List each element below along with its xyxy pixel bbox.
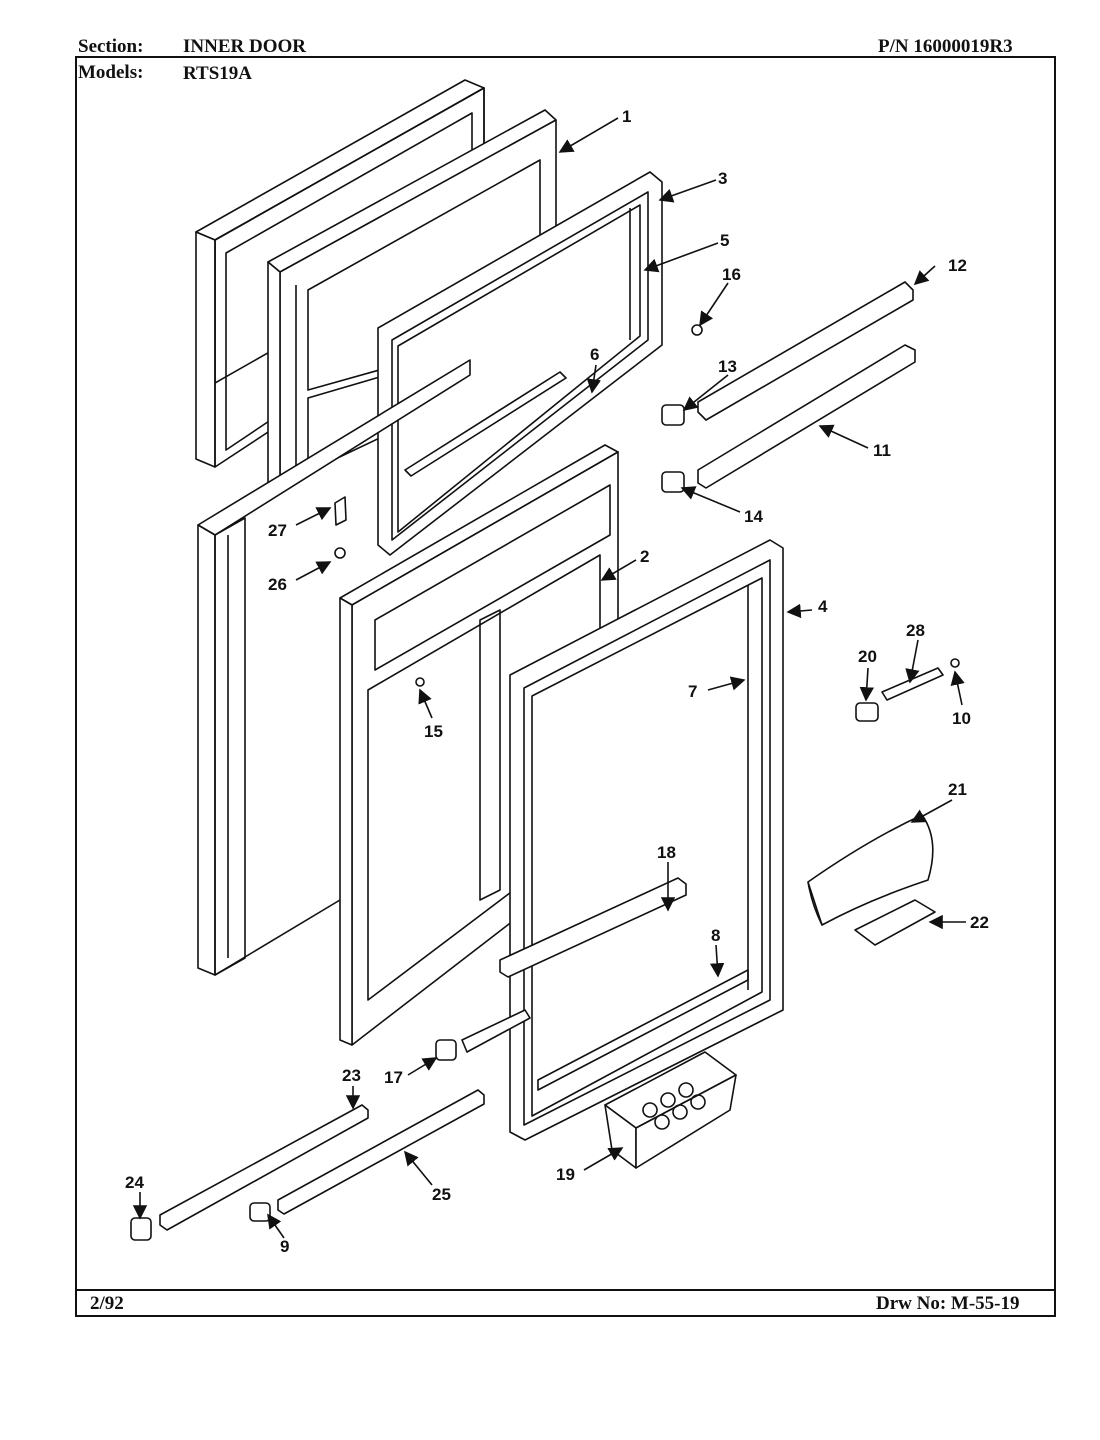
screw-26 (334, 547, 346, 559)
leader-lines (132, 117, 966, 1239)
callout-15: 15 (424, 722, 443, 741)
section-label: Section: (78, 36, 144, 57)
callout-10: 10 (952, 709, 971, 728)
end-cap-24 (130, 1217, 152, 1241)
freezer-rail-upper (697, 281, 914, 421)
callout-22: 22 (970, 913, 989, 932)
end-cap-17 (435, 1039, 457, 1061)
dairy-shelf-22 (854, 899, 936, 946)
drawing-number: Drw No: M-55-19 (876, 1293, 1020, 1314)
callout-12: 12 (948, 256, 967, 275)
callout-labels: 1 3 5 16 12 6 13 11 14 27 2 26 4 28 20 7… (125, 107, 989, 1256)
rail-end-cap-14 (661, 471, 685, 493)
fresh-food-outer-panel (197, 359, 471, 976)
callout-7: 7 (688, 682, 697, 701)
callout-24: 24 (125, 1173, 144, 1192)
models-value: RTS19A (183, 63, 253, 84)
models-label: Models: (78, 62, 144, 83)
callout-11: 11 (873, 441, 891, 460)
section-value: INNER DOOR (183, 36, 306, 57)
shelf-rail-18 (499, 877, 687, 978)
callout-26: 26 (268, 575, 287, 594)
revision-date: 2/92 (90, 1293, 124, 1314)
callout-4: 4 (818, 597, 828, 616)
callout-9: 9 (280, 1237, 289, 1256)
callout-21: 21 (948, 780, 967, 799)
dairy-compartment-door (807, 814, 934, 926)
callout-3: 3 (718, 169, 727, 188)
clip-10 (950, 658, 960, 668)
freezer-rail-lower (697, 344, 916, 489)
egg-tray (604, 1051, 737, 1169)
callout-5: 5 (720, 231, 729, 250)
callout-1: 1 (622, 107, 631, 126)
callout-13: 13 (718, 357, 737, 376)
callout-14: 14 (744, 507, 763, 526)
end-cap-9 (249, 1202, 271, 1222)
callout-18: 18 (657, 843, 676, 862)
screw-15 (415, 677, 425, 687)
callout-17: 17 (384, 1068, 403, 1087)
freezer-door-gasket (377, 171, 663, 556)
freezer-shelf-rail (404, 371, 567, 477)
clip-strip-27 (334, 496, 347, 526)
door-rail-23 (159, 1104, 369, 1231)
shelf-rail-mid (461, 1009, 531, 1053)
callout-16: 16 (722, 265, 741, 284)
callout-27: 27 (268, 521, 287, 540)
freezer-door-liner (267, 109, 557, 491)
fresh-food-door-gasket (509, 539, 784, 1141)
callout-8: 8 (711, 926, 720, 945)
door-rail-25 (277, 1089, 485, 1215)
callout-19: 19 (556, 1165, 575, 1184)
callout-20: 20 (858, 647, 877, 666)
drawing-border (75, 56, 1056, 1317)
part-number: P/N 16000019R3 (878, 36, 1013, 57)
callout-2: 2 (640, 547, 649, 566)
rail-end-cap-13 (661, 404, 685, 426)
end-cap-20 (855, 702, 879, 722)
callout-25: 25 (432, 1185, 451, 1204)
callout-28: 28 (906, 621, 925, 640)
fresh-food-door-liner (339, 444, 619, 1046)
screw-16 (691, 324, 703, 336)
callout-6: 6 (590, 345, 599, 364)
callout-23: 23 (342, 1066, 361, 1085)
